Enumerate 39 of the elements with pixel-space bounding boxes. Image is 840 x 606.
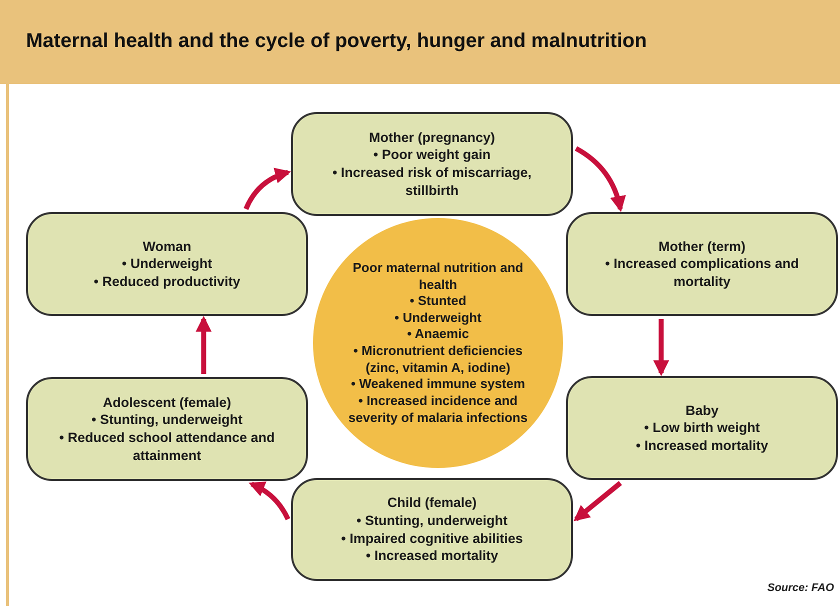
stage-box — [566, 376, 838, 480]
stage-heading: Baby — [685, 402, 718, 420]
stage-heading: Poor maternal nutrition and health — [352, 260, 524, 294]
bullet-text: • Underweight — [394, 310, 482, 326]
source-note: Source: FAO — [767, 582, 834, 594]
bullet-text: • Increased risk of miscarriage, stillbirth — [331, 164, 533, 200]
stage-box — [26, 212, 308, 316]
stage-heading: Adolescent (female) — [102, 394, 232, 412]
bullet-text: • Underweight — [122, 255, 212, 273]
arrow — [248, 482, 290, 520]
stage-heading: Mother (pregnancy) — [368, 128, 495, 146]
stage-heading: Woman — [142, 238, 192, 256]
stage-heading: Child (female) — [387, 494, 477, 512]
stage-box — [291, 112, 573, 216]
bullet-text: • Increased mortality — [636, 436, 768, 454]
bullet-text: • Stunted — [410, 293, 466, 310]
bullet-text: • Impaired cognitive abilities — [341, 530, 523, 548]
bullet-text: • Increased complications and mortality — [604, 255, 800, 290]
stage-box — [291, 478, 573, 581]
arrow — [244, 168, 292, 210]
bullet-text: • Stunting, underweight — [356, 512, 508, 530]
arrow — [574, 146, 626, 212]
bullet-text: • Poor weight gain — [373, 146, 491, 164]
bullet-text: • Increased incidence and severity of malaria infections — [347, 392, 529, 426]
bullet-text: • Anaemic — [407, 326, 469, 343]
stage-heading: Mother (term) — [658, 238, 746, 256]
arrow — [574, 481, 622, 522]
bullet-text: • Reduced school attendance and attainment — [58, 429, 276, 464]
arrow — [196, 316, 212, 374]
bullet-text: • Reduced productivity — [94, 272, 240, 290]
bullet-text: • Micronutrient deficiencies (zinc, vitamin A, iodine) — [352, 343, 524, 376]
stage-box — [566, 212, 838, 316]
bullet-text: • Weakened immune system — [350, 376, 526, 393]
bullet-text: • Stunting, underweight — [92, 411, 242, 429]
arrow — [653, 319, 670, 376]
diagram-title: Maternal health and the cycle of poverty, hunger and malnutrition — [26, 30, 647, 53]
stage-box — [26, 377, 308, 481]
bullet-text: • Increased mortality — [366, 547, 498, 565]
bullet-text: • Low birth weight — [644, 419, 760, 437]
